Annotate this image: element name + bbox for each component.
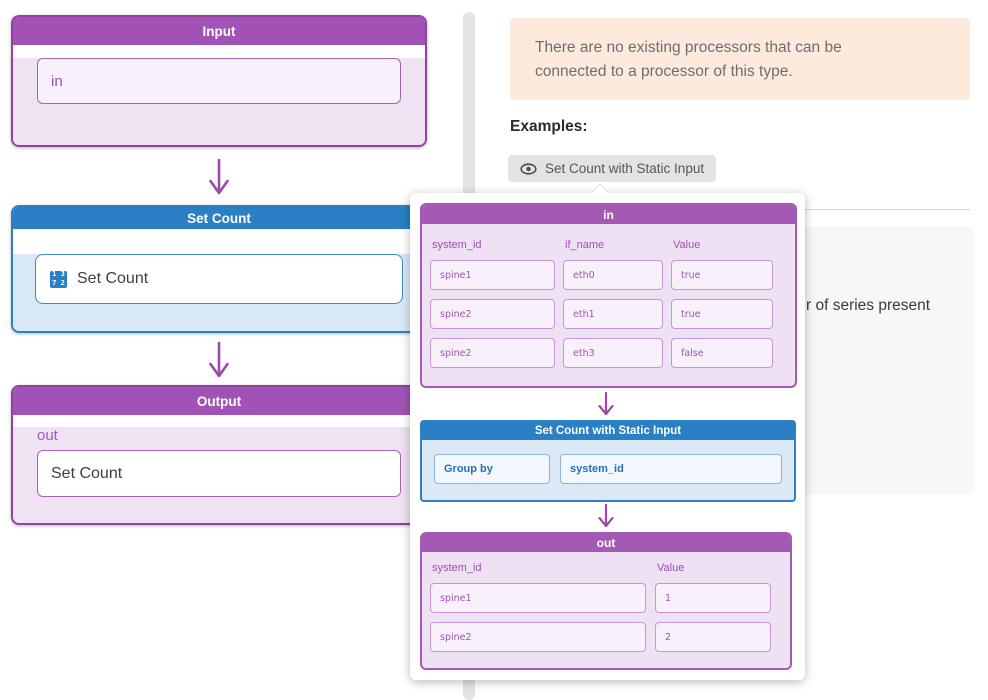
column-header: Value [673, 239, 701, 251]
table-cell: spine2 [430, 622, 646, 652]
output-node-title: Output [13, 387, 425, 415]
examples-heading: Examples: [510, 118, 588, 135]
table-row: spine1 1 [430, 583, 782, 613]
down-arrow-icon [597, 392, 615, 416]
table-cell: true [671, 260, 773, 290]
popup-caret [590, 183, 610, 203]
example-popup: in system_id if_name Value spine1 eth0 t… [410, 183, 805, 680]
set-count-node-body: 1 3 7 2 Set Count [13, 254, 425, 331]
table-row: spine1 eth0 true [430, 260, 787, 290]
table-cell: spine2 [430, 338, 555, 368]
notice-text: There are no existing processors that ca… [535, 39, 842, 80]
set-count-processor-field[interactable]: 1 3 7 2 Set Count [35, 254, 403, 304]
in-table-column-headers: system_id if_name Value [430, 239, 787, 251]
output-value-field[interactable]: Set Count [37, 450, 401, 497]
table-cell: false [671, 338, 773, 368]
out-table-column-headers: system_id Value [430, 562, 782, 574]
table-cell: 1 [655, 583, 771, 613]
in-table-title: in [422, 205, 795, 224]
numbers-icon: 1 3 7 2 [50, 270, 67, 288]
table-cell: true [671, 299, 773, 329]
description-partial-text: r of series present [806, 297, 931, 314]
down-arrow-icon [597, 504, 615, 528]
table-cell: eth3 [563, 338, 663, 368]
set-count-field-label: Set Count [77, 270, 149, 287]
input-in-field[interactable]: in [37, 58, 401, 104]
table-row: spine2 2 [430, 622, 782, 652]
column-header: Value [657, 562, 685, 574]
column-header: if_name [565, 239, 605, 251]
table-cell: spine1 [430, 260, 555, 290]
example-button-label: Set Count with Static Input [545, 161, 705, 176]
no-processors-notice: There are no existing processors that ca… [510, 18, 970, 100]
table-cell: 2 [655, 622, 771, 652]
table-row: spine2 eth1 true [430, 299, 787, 329]
down-arrow-icon [207, 158, 231, 196]
input-node[interactable]: Input in [11, 15, 427, 147]
output-node[interactable]: Output out Set Count [11, 385, 427, 525]
group-by-label-field: Group by [434, 454, 550, 484]
popup-out-table: out system_id Value spine1 1 spine2 2 [420, 532, 792, 670]
down-arrow-icon [207, 341, 231, 379]
set-count-node[interactable]: Set Count 1 3 7 2 Set Count [11, 205, 427, 333]
popup-in-table: in system_id if_name Value spine1 eth0 t… [420, 203, 797, 388]
table-cell: spine1 [430, 583, 646, 613]
eye-icon [520, 162, 537, 175]
out-table-title: out [422, 534, 790, 552]
example-button[interactable]: Set Count with Static Input [508, 155, 717, 182]
table-cell: eth0 [563, 260, 663, 290]
set-count-node-title: Set Count [13, 207, 425, 229]
processor-node-title: Set Count with Static Input [422, 422, 794, 440]
table-cell: spine2 [430, 299, 555, 329]
output-port-label: out [37, 427, 58, 444]
input-node-body: in [13, 58, 425, 145]
group-by-value-field: system_id [560, 454, 782, 484]
output-node-body: out Set Count [13, 427, 425, 523]
input-node-title: Input [13, 17, 425, 45]
column-header: system_id [432, 562, 482, 574]
column-header: system_id [432, 239, 482, 251]
table-cell: eth1 [563, 299, 663, 329]
table-row: spine2 eth3 false [430, 338, 787, 368]
popup-processor-node: Set Count with Static Input Group by sys… [420, 420, 796, 502]
